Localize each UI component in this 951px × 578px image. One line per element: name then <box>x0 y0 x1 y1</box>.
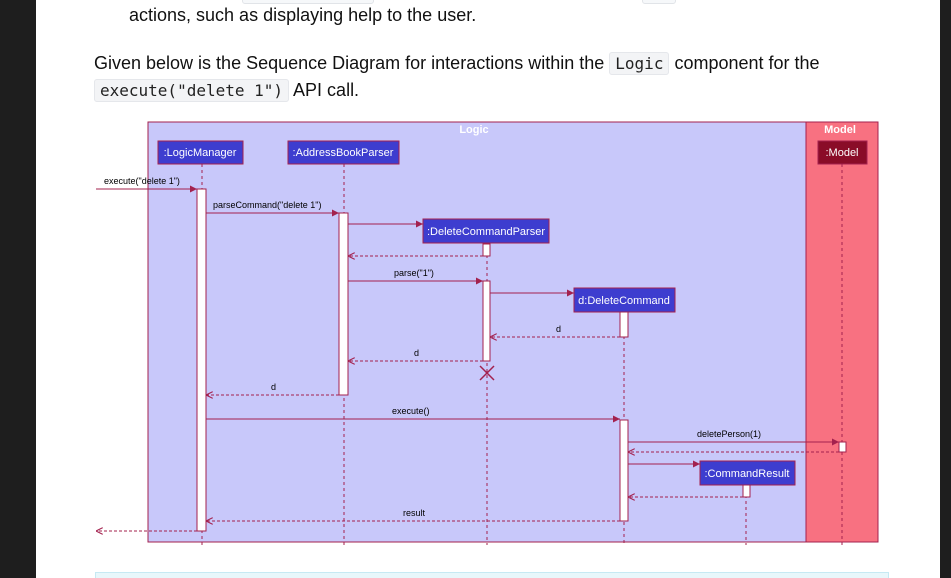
label-return-d-manager: d <box>271 382 276 392</box>
participant-model <box>817 140 868 165</box>
participant-model-label: :Model <box>825 147 858 159</box>
participant-address-book-parser <box>287 140 400 165</box>
participant-delete-command-parser-label: :DeleteCommandParser <box>427 226 545 238</box>
para-text: Given below is the Sequence Diagram for … <box>94 53 610 73</box>
participant-address-book-parser-label: :AddressBookParser <box>293 147 394 159</box>
participant-command-result-label: :CommandResult <box>705 468 790 480</box>
window-left-margin <box>0 0 36 578</box>
previous-code-fragments <box>36 0 940 6</box>
activation-bars <box>196 188 847 532</box>
para-text: component for the <box>669 53 820 73</box>
label-delete-person: deletePerson(1) <box>697 429 761 439</box>
document-page: actions, such as displaying help to the … <box>36 0 940 578</box>
participant-command-result <box>699 460 796 486</box>
info-callout <box>95 572 889 578</box>
participant-delete-command-label: d:DeleteCommand <box>578 295 670 307</box>
window-right-margin <box>940 0 951 578</box>
label-execute-call: execute("delete 1") <box>104 176 180 186</box>
logic-box-label: Logic <box>459 124 488 136</box>
previous-paragraph-end: actions, such as displaying help to the … <box>129 5 477 25</box>
label-return-d-command: d <box>556 324 561 334</box>
participant-logic-manager-label: :LogicManager <box>164 147 237 159</box>
label-result: result <box>403 508 426 518</box>
participant-logic-manager <box>157 140 244 165</box>
destroy-marker <box>479 365 495 381</box>
participant-delete-command-parser <box>422 218 550 244</box>
participant-delete-command <box>573 287 676 313</box>
logic-box <box>147 121 807 543</box>
logic-code: Logic <box>609 52 670 75</box>
sequence-diagram: Logic Model :LogicManager :AddressBookPa… <box>96 121 879 545</box>
model-box-label: Model <box>824 124 856 136</box>
label-parse-command: parseCommand("delete 1") <box>213 200 321 210</box>
label-parse: parse("1") <box>394 268 434 278</box>
intro-paragraph: Given below is the Sequence Diagram for … <box>94 50 914 104</box>
para-text: API call. <box>289 80 360 100</box>
label-return-d-parser: d <box>414 348 419 358</box>
execute-code: execute("delete 1") <box>94 79 290 102</box>
label-execute: execute() <box>392 406 430 416</box>
